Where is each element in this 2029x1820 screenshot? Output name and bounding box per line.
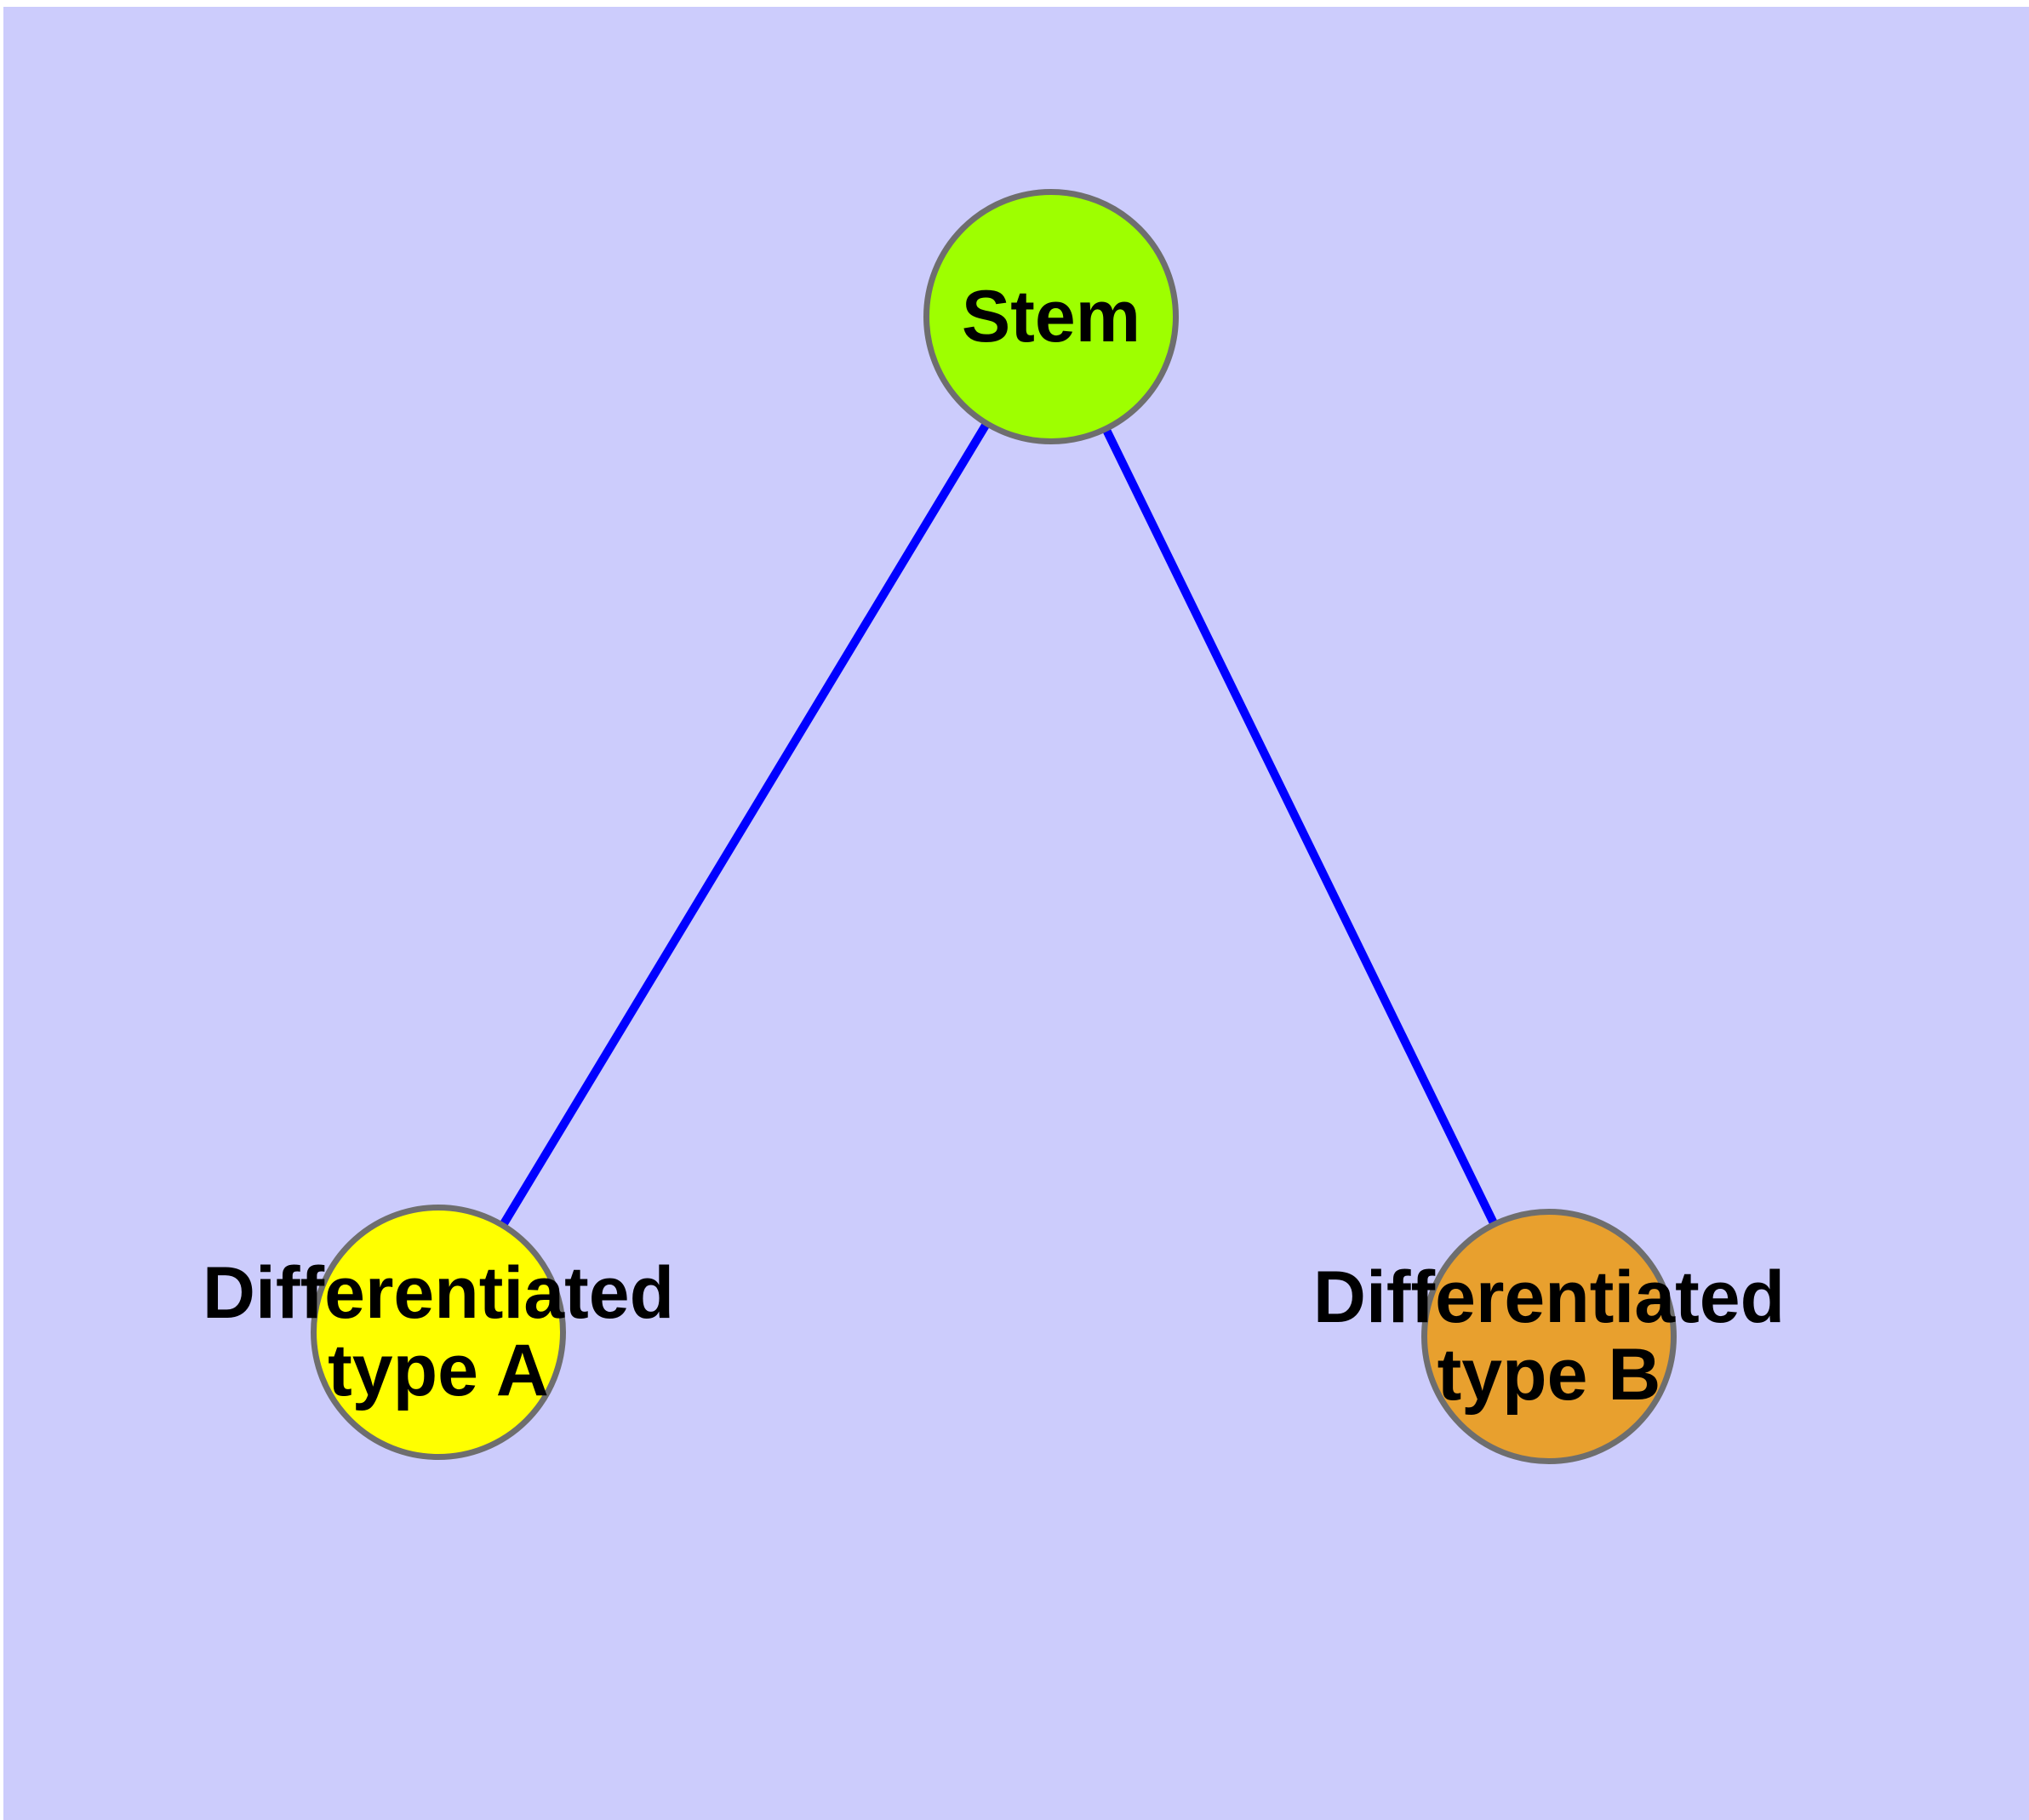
graph-edge-stem-to-diff_a [434,314,1055,1335]
graph-edge-stem-to-diff_b [1047,314,1553,1339]
graph-node-diff_a[interactable] [311,1205,566,1460]
nodes-layer [311,189,1677,1464]
graph-node-stem[interactable] [923,189,1179,444]
edges-layer [434,314,1553,1339]
graph-node-diff_b[interactable] [1421,1209,1677,1464]
